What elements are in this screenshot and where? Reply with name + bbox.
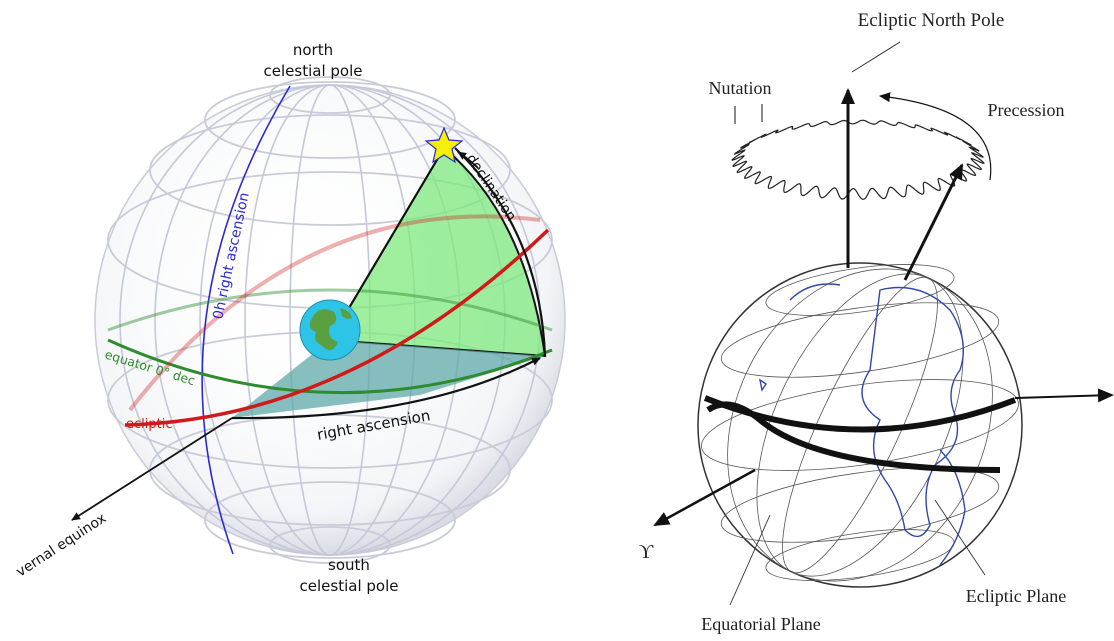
north-pole-label-line1: north: [293, 41, 333, 59]
declination-arrow: [457, 151, 479, 169]
precession-panel: Ecliptic North Pole Nutation Precession …: [639, 10, 1114, 634]
star-icon: [424, 126, 464, 164]
ecliptic-plane-band: [703, 395, 1017, 433]
hour-circle-0h: [201, 85, 291, 555]
vernal-equinox-arrow: [71, 417, 233, 521]
precession-arrow: [879, 92, 992, 181]
equatorial-plane-pointer: [729, 514, 771, 606]
ecliptic-pole-pointer: [851, 41, 901, 73]
precession-label: Precession: [988, 100, 1065, 120]
earth-globe: [697, 262, 1023, 588]
nutation-wobble: [731, 119, 985, 200]
north-pole-label-line2: celestial pole: [264, 62, 363, 80]
celestial-equator: [107, 288, 553, 395]
equatorial-plane-label: Equatorial Plane: [701, 614, 820, 634]
aries-arrow: [653, 468, 756, 527]
globe-graticule: [701, 264, 1019, 582]
ecliptic-circle: [124, 214, 550, 427]
ecliptic-plane-label: Ecliptic Plane: [966, 586, 1066, 606]
celestial-sphere-panel: north celestial pole south celestial pol…: [13, 41, 566, 595]
right-ascension-wedge: [232, 340, 545, 418]
earth-icon: [299, 299, 361, 361]
rotation-axis: [903, 163, 964, 281]
south-pole-label-line2: celestial pole: [300, 577, 399, 595]
south-pole-label-line1: south: [328, 556, 370, 574]
aries-symbol: ϒ: [639, 541, 654, 563]
ecliptic-north-pole-label: Ecliptic North Pole: [858, 10, 1005, 31]
right-ascension-arc: [231, 357, 541, 420]
declination-arc: [454, 147, 547, 357]
ecliptic-plane-pointer: [934, 499, 986, 576]
vernal-equinox-label: vernal equinox: [13, 510, 109, 580]
right-axis-arrow: [1014, 388, 1114, 403]
declination-wedge: [328, 146, 547, 358]
nutation-label: Nutation: [709, 78, 772, 98]
ecliptic-label: ecliptic: [126, 417, 172, 432]
continent-outlines: [758, 283, 966, 566]
